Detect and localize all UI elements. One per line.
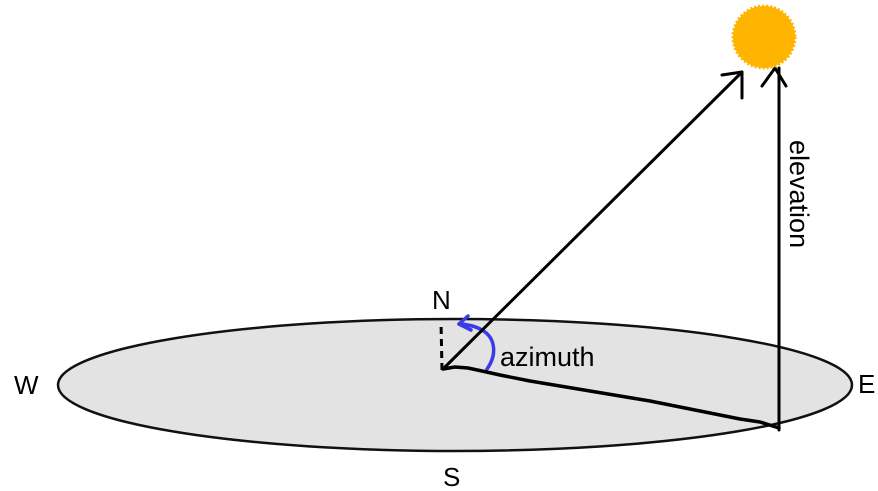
- east-label: E: [858, 369, 875, 399]
- sun-icon: [731, 4, 797, 70]
- north-label: N: [432, 285, 451, 315]
- ground-plane: [56, 317, 854, 453]
- azimuth-label: azimuth: [500, 342, 595, 372]
- elevation-arrow: [760, 66, 788, 432]
- west-label: W: [14, 370, 39, 400]
- ground-projection-line: [441, 365, 781, 430]
- south-label: S: [443, 462, 460, 491]
- north-reference-line: [439, 321, 444, 371]
- sun-direction-arrow: [441, 70, 744, 371]
- elevation-label: elevation: [784, 140, 814, 248]
